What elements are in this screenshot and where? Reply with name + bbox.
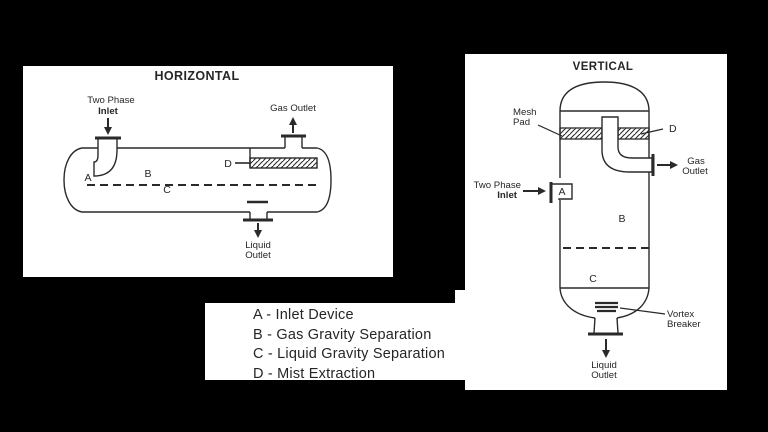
liquid-arrow-down-icon xyxy=(254,230,262,238)
zone-b-label: B xyxy=(618,213,625,225)
right-head xyxy=(316,147,332,213)
liquid-arrow-down-icon xyxy=(602,350,610,358)
vortex-breaker-label-line2: Breaker xyxy=(667,319,701,330)
legend-list: A - Inlet Device B - Gas Gravity Separat… xyxy=(253,306,445,384)
inlet-elbow-pipe xyxy=(93,139,118,177)
two-phase-inlet-label-line2: Inlet xyxy=(98,106,119,117)
two-phase-inlet-label-line1: Two Phase xyxy=(87,95,134,106)
inlet-device-box xyxy=(552,183,573,200)
gas-arrow-up-icon xyxy=(289,117,297,125)
horizontal-separator-panel: HORIZONTAL Two Phase Inlet xyxy=(23,66,393,277)
vertical-inlet: A Two Phase Inlet xyxy=(474,180,573,203)
gas-outlet-label-line2: Outlet xyxy=(682,166,708,177)
gas-outlet-label-line1: Gas xyxy=(687,156,705,167)
left-head xyxy=(63,147,83,213)
two-phase-inlet-label-line2: Inlet xyxy=(497,190,518,201)
zone-a-label: A xyxy=(84,172,91,184)
mesh-pad-label-line2: Pad xyxy=(513,117,530,128)
horizontal-liquid-outlet: Liquid Outlet xyxy=(243,200,273,261)
liquid-outlet-label-line2: Outlet xyxy=(591,370,617,381)
mesh-pad-hatch-left xyxy=(559,127,603,140)
vertical-gas-outlet: Gas Outlet xyxy=(601,116,708,177)
liquid-outlet-label-line1: Liquid xyxy=(245,240,271,251)
vortex-breaker-label-line1: Vortex xyxy=(667,309,694,320)
horizontal-inlet-nozzle: Two Phase Inlet xyxy=(87,95,135,177)
zone-d-label: D xyxy=(224,158,232,170)
horizontal-title: HORIZONTAL xyxy=(154,69,239,83)
legend-item-a: A - Inlet Device xyxy=(253,307,354,323)
zone-d-label: D xyxy=(669,123,677,135)
top-head xyxy=(559,81,650,112)
zone-c-label: C xyxy=(589,273,597,285)
mesh-pad-leader-line xyxy=(537,124,563,137)
legend-panel: A - Inlet Device B - Gas Gravity Separat… xyxy=(205,303,465,382)
legend-item-d: D - Mist Extraction xyxy=(253,365,376,382)
gas-arrow-right-icon xyxy=(670,161,678,169)
liquid-outlet-label-line2: Outlet xyxy=(245,250,271,261)
horizontal-gas-outlet: Gas Outlet xyxy=(270,103,316,148)
inlet-arrow-right-icon xyxy=(538,187,546,195)
vortex-breaker: Vortex Breaker xyxy=(595,301,701,330)
legend-item-c: C - Liquid Gravity Separation xyxy=(253,346,445,362)
gas-outlet-label: Gas Outlet xyxy=(270,103,316,114)
legend-item-b: B - Gas Gravity Separation xyxy=(253,326,432,343)
zone-b-label: B xyxy=(144,168,151,180)
vertical-mesh-pad: Mesh Pad D xyxy=(513,107,677,140)
zone-c-label: C xyxy=(163,184,171,196)
vertical-vessel-shell xyxy=(559,81,650,319)
vertical-diagram: VERTICAL Mesh Pad D xyxy=(474,61,709,381)
horizontal-diagram: HORIZONTAL Two Phase Inlet xyxy=(63,69,332,261)
liquid-outlet-label-line1: Liquid xyxy=(591,360,617,371)
two-phase-inlet-label-line1: Two Phase xyxy=(474,180,521,191)
d-leader-line xyxy=(640,128,664,135)
vortex-breaker-leader-line xyxy=(619,307,666,315)
inlet-arrow-down-icon xyxy=(104,127,112,135)
zone-a-label: A xyxy=(558,186,565,198)
mesh-pad-label-line1: Mesh xyxy=(513,107,536,118)
bottom-head-right xyxy=(616,287,650,319)
horizontal-mist-extractor: D xyxy=(224,148,318,170)
legend-panel-notch xyxy=(455,290,467,304)
vertical-liquid-outlet: Liquid Outlet xyxy=(588,317,623,381)
mist-pad-hatch xyxy=(249,157,318,169)
vertical-separator-panel: VERTICAL Mesh Pad D xyxy=(465,54,727,390)
gas-elbow-pipe xyxy=(601,116,653,173)
vertical-title: VERTICAL xyxy=(573,61,634,73)
horizontal-vessel-shell xyxy=(63,147,332,213)
bottom-head-left xyxy=(559,287,596,319)
